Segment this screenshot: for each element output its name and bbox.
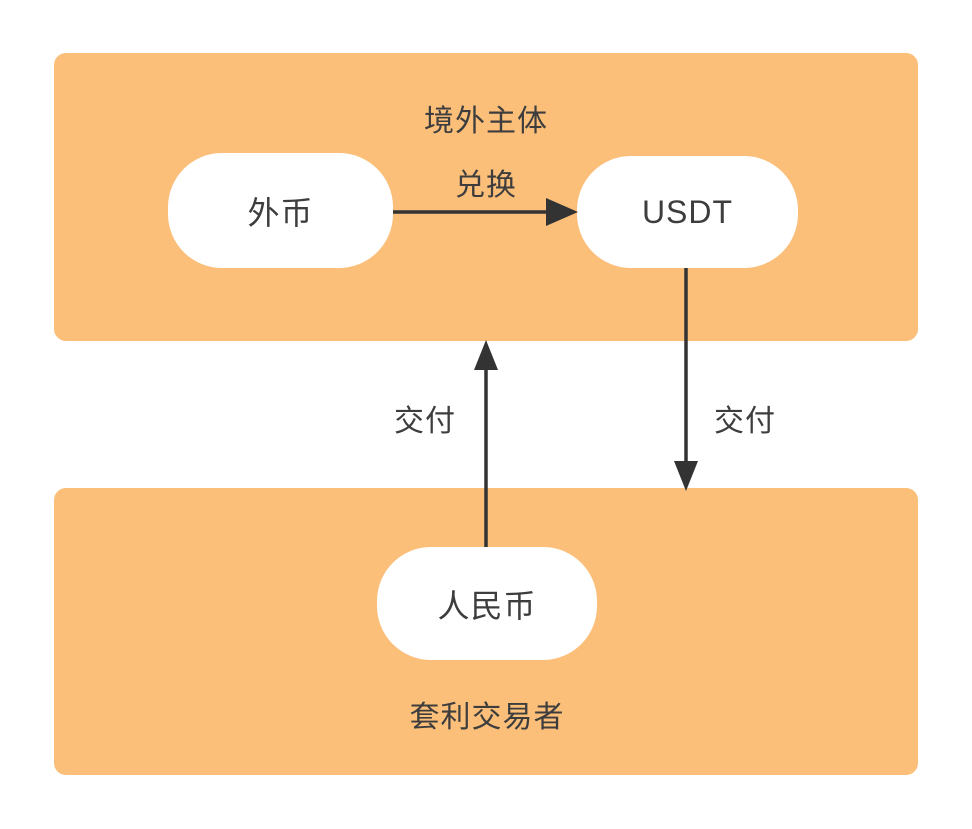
node-rmb: 人民币 — [377, 547, 597, 660]
node-usdt: USDT — [577, 156, 798, 268]
group-overseas-entity-label: 境外主体 — [424, 105, 548, 138]
node-foreign-currency: 外币 — [168, 153, 393, 268]
node-usdt-label: USDT — [641, 193, 734, 230]
edge-label-deliver-down: 交付 — [714, 405, 776, 438]
edge-label-deliver-up: 交付 — [394, 405, 456, 438]
edge-label-exchange: 兑换 — [455, 169, 517, 202]
node-rmb-label: 人民币 — [437, 587, 537, 624]
group-arbitrage-trader-label: 套利交易者 — [409, 701, 565, 734]
node-foreign-currency-label: 外币 — [247, 194, 314, 231]
